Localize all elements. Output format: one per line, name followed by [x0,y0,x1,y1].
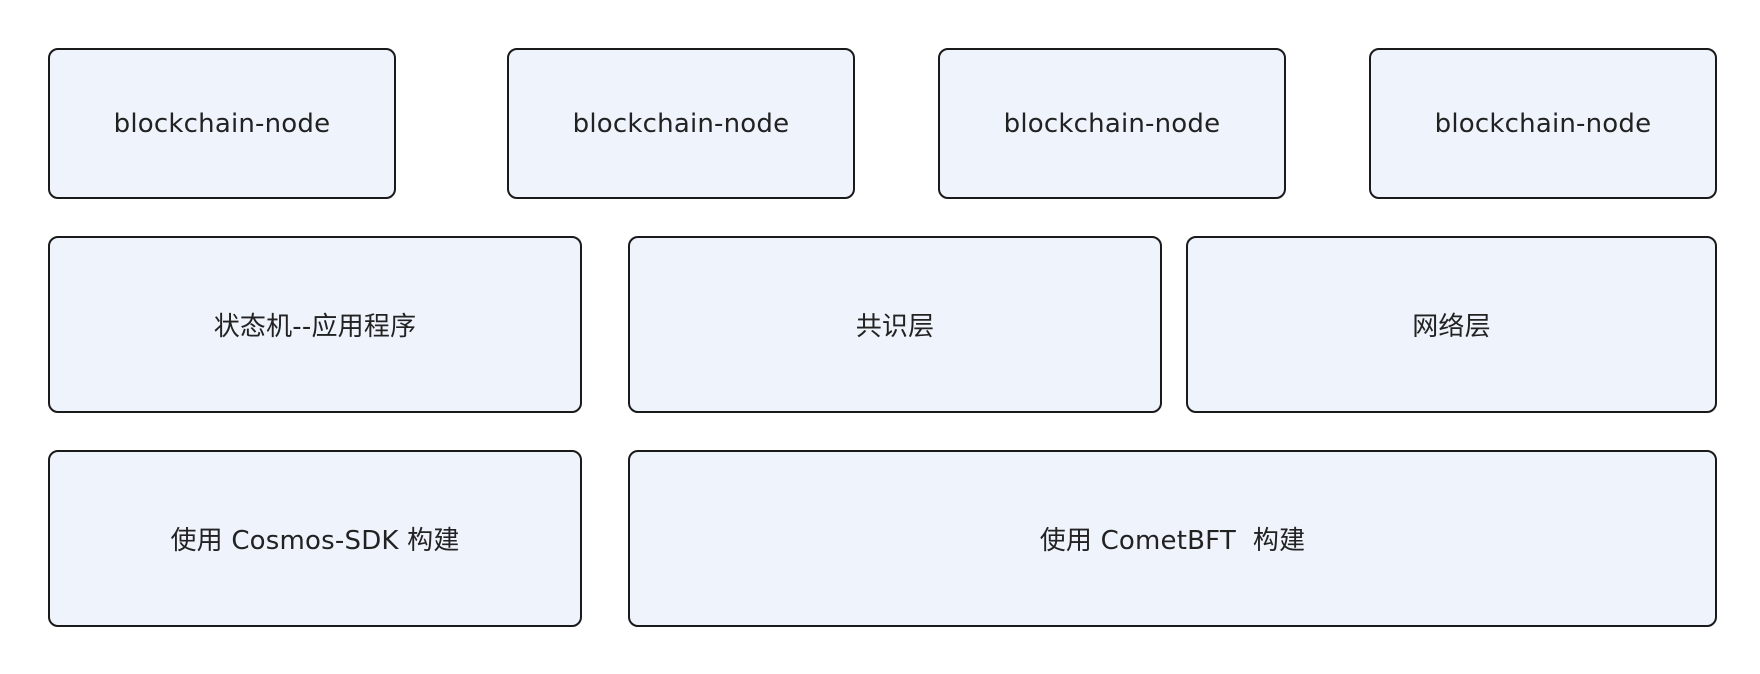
consensus-layer-label: 共识层 [855,312,935,342]
consensus-layer-box: 共识层 [628,236,1162,413]
blockchain-node-box-2: blockchain-node [507,48,855,199]
network-layer-box: 网络层 [1186,236,1717,413]
cometbft-box: 使用 CometBFT 构建 [628,450,1717,627]
application-layer-label: 状态机--应用程序 [213,312,417,342]
blockchain-node-label-2: blockchain-node [572,108,790,139]
application-layer-box: 状态机--应用程序 [48,236,582,413]
blockchain-node-box-4: blockchain-node [1369,48,1717,199]
cosmos-sdk-box: 使用 Cosmos-SDK 构建 [48,450,582,627]
blockchain-node-label-1: blockchain-node [113,108,331,139]
blockchain-node-box-3: blockchain-node [938,48,1286,199]
blockchain-node-label-4: blockchain-node [1434,108,1652,139]
blockchain-node-box-1: blockchain-node [48,48,396,199]
cosmos-sdk-label: 使用 Cosmos-SDK 构建 [170,526,460,556]
blockchain-node-label-3: blockchain-node [1003,108,1221,139]
cometbft-label: 使用 CometBFT 构建 [1039,526,1306,556]
network-layer-label: 网络层 [1412,312,1491,342]
